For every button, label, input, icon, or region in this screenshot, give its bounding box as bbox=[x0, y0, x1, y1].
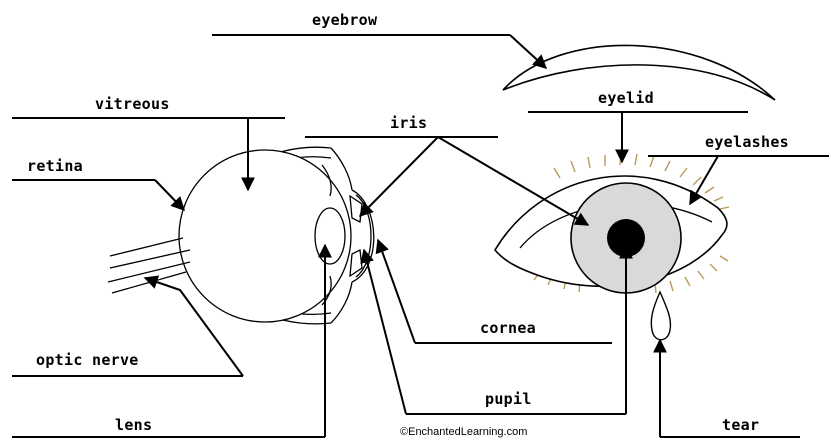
label-eyelashes: eyelashes bbox=[705, 133, 789, 151]
eye-front-view bbox=[495, 154, 729, 340]
label-retina: retina bbox=[27, 157, 83, 175]
eyeball-cross-section bbox=[108, 147, 374, 324]
label-eyelid: eyelid bbox=[598, 89, 654, 107]
tear-drop bbox=[651, 292, 670, 340]
label-optic-nerve: optic nerve bbox=[36, 351, 139, 369]
label-vitreous: vitreous bbox=[95, 95, 170, 113]
label-eyebrow: eyebrow bbox=[312, 11, 378, 29]
credit-text: ©EnchantedLearning.com bbox=[400, 426, 527, 438]
label-lens: lens bbox=[115, 416, 152, 434]
label-iris: iris bbox=[390, 114, 427, 132]
label-cornea: cornea bbox=[480, 319, 536, 337]
label-pupil: pupil bbox=[485, 390, 532, 408]
label-tear: tear bbox=[722, 416, 759, 434]
